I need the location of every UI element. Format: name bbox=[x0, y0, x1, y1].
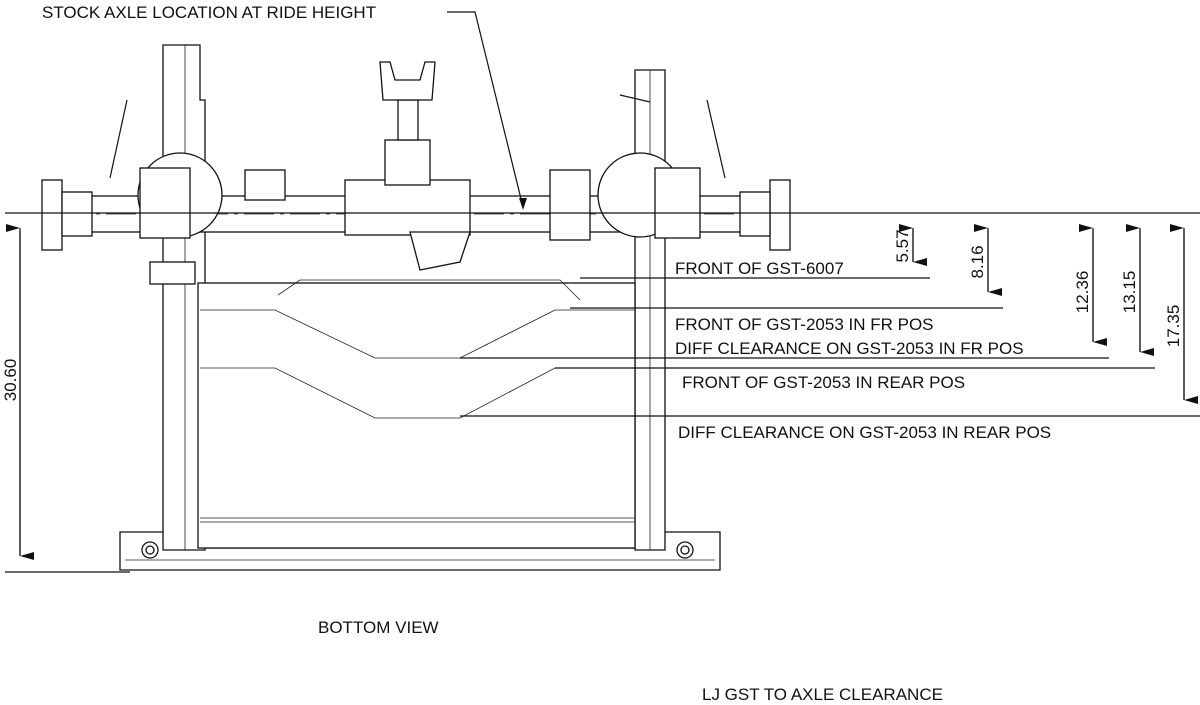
dimension-8-16: 8.16 bbox=[968, 245, 987, 278]
dimension-13-15: 13.15 bbox=[1120, 271, 1139, 314]
callout-stock-axle: STOCK AXLE LOCATION AT RIDE HEIGHT bbox=[42, 3, 376, 22]
dimension-arrows bbox=[6, 224, 1198, 560]
dimension-5-57: 5.57 bbox=[893, 229, 912, 262]
callout-arrowhead bbox=[519, 198, 527, 210]
dimension-17-35: 17.35 bbox=[1164, 305, 1183, 348]
label-front-gst-2053-fr: FRONT OF GST-2053 IN FR POS bbox=[675, 315, 934, 334]
label-diff-clearance-fr: DIFF CLEARANCE ON GST-2053 IN FR POS bbox=[675, 339, 1024, 358]
drawing-title: LJ GST TO AXLE CLEARANCE bbox=[702, 685, 943, 704]
callout-leader bbox=[447, 11, 524, 208]
label-front-gst-6007: FRONT OF GST-6007 bbox=[675, 259, 844, 278]
label-diff-clearance-rear: DIFF CLEARANCE ON GST-2053 IN REAR POS bbox=[678, 423, 1051, 442]
label-front-gst-2053-rear: FRONT OF GST-2053 IN REAR POS bbox=[682, 373, 965, 392]
dimension-30-60: 30.60 bbox=[1, 359, 20, 402]
view-label: BOTTOM VIEW bbox=[318, 618, 439, 637]
dimension-12-36: 12.36 bbox=[1073, 271, 1092, 314]
